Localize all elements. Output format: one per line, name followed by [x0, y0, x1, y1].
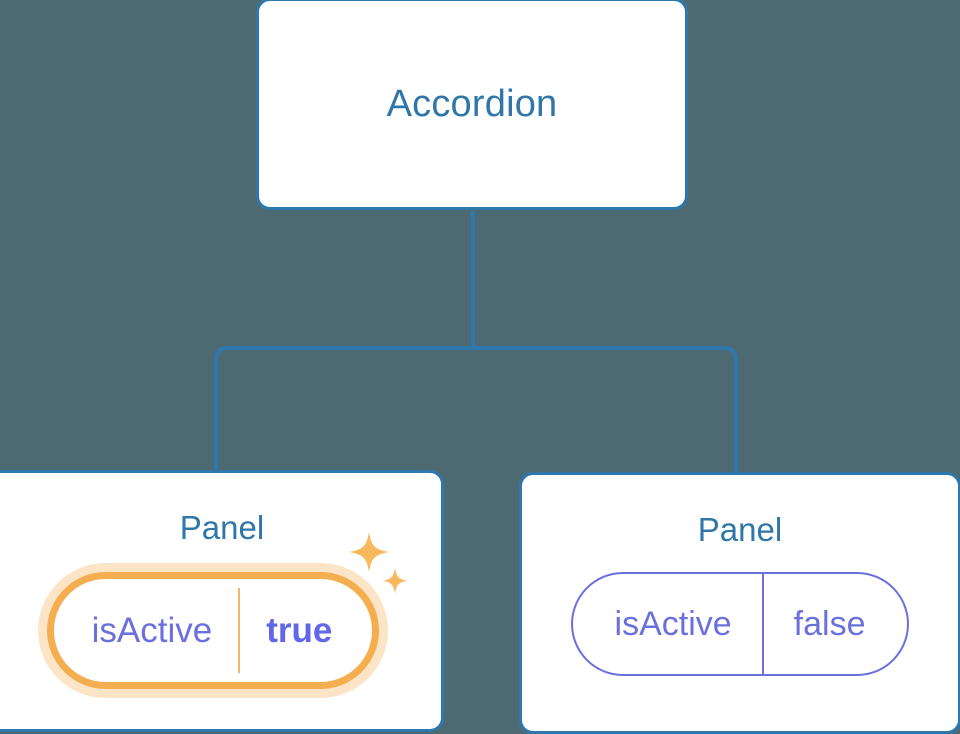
prop-name: isActive	[91, 610, 213, 650]
node-panel-inactive-title: Panel	[697, 511, 783, 548]
node-panel-active-title: Panel	[179, 509, 265, 546]
connector-branch-left	[214, 346, 473, 472]
node-panel-active[interactable]: Panel isActive true	[0, 470, 444, 732]
sparkle-large-icon	[349, 532, 390, 572]
prop-pill-isactive-true[interactable]: isActive true	[46, 572, 380, 689]
prop-pill-isactive-false[interactable]: isActive false	[570, 572, 910, 676]
connector-branch-right	[473, 346, 738, 474]
node-panel-inactive[interactable]: Panel isActive false	[519, 472, 960, 734]
sparkle-small-icon	[382, 568, 408, 594]
node-accordion-title: Accordion	[386, 83, 558, 125]
prop-value: false	[761, 574, 908, 674]
node-accordion[interactable]: Accordion	[256, 0, 688, 210]
prop-pill-active-wrapper: isActive true	[46, 532, 408, 689]
prop-value: true	[238, 579, 372, 682]
prop-name: isActive	[614, 604, 732, 643]
prop-pill-inactive-wrapper: isActive false	[570, 572, 910, 676]
